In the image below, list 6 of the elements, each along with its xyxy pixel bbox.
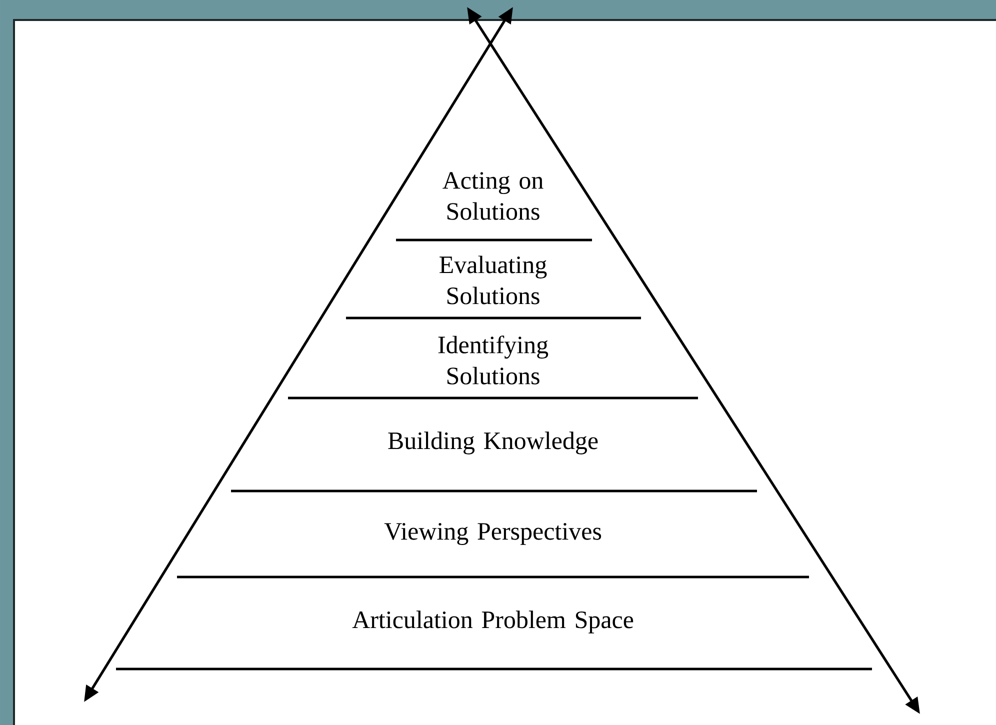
pyramid-level: Viewing Perspectives: [384, 523, 602, 545]
pyramid-level: Acting on Solutions: [442, 172, 544, 220]
pyramid-level: Building Knowledge: [388, 432, 598, 454]
pyramid-level: Identifying Solutions: [438, 336, 548, 384]
pyramid-level: Evaluating Solutions: [440, 256, 547, 304]
pyramid-level: Articulation Problem Space: [352, 610, 634, 634]
